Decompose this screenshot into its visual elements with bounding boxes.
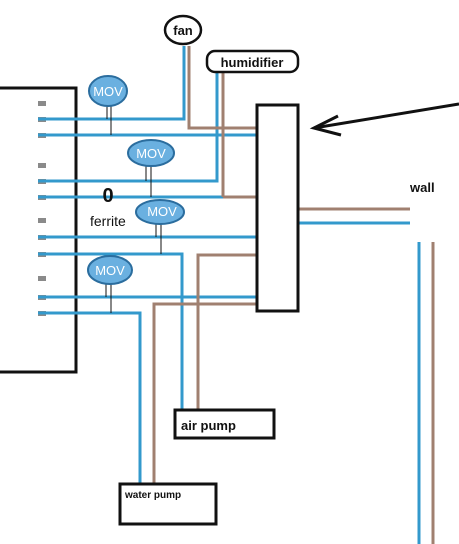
water-pump-label: water pump	[124, 490, 181, 501]
humidifier-label: humidifier	[221, 55, 284, 70]
mov-3-label: MOV	[147, 204, 177, 219]
wall-label: wall	[409, 180, 435, 195]
mov-4-label: MOV	[95, 263, 125, 278]
junction-box	[255, 103, 300, 313]
mov-2-label: MOV	[136, 146, 166, 161]
mov-4: MOV	[87, 255, 133, 285]
humidifier: humidifier	[205, 49, 300, 74]
mov-3: MOV	[135, 199, 185, 225]
air-pump-label: air pump	[181, 418, 236, 433]
fan: fan	[163, 14, 203, 46]
arrow-icon	[309, 102, 459, 137]
ferrite: 0 ferrite	[90, 185, 126, 229]
controller-pins	[38, 101, 46, 316]
air-pump: air pump	[173, 408, 276, 440]
ferrite-bead: 0	[102, 185, 113, 207]
fan-label: fan	[173, 23, 193, 38]
controller-board	[0, 86, 78, 374]
mov-2: MOV	[127, 139, 175, 167]
mov-1: MOV	[88, 75, 128, 107]
brown-wires	[152, 46, 435, 544]
water-pump: water pump	[118, 482, 218, 526]
mov-stems	[105, 104, 162, 313]
mov-1-label: MOV	[93, 84, 123, 99]
ferrite-label: ferrite	[90, 213, 126, 229]
